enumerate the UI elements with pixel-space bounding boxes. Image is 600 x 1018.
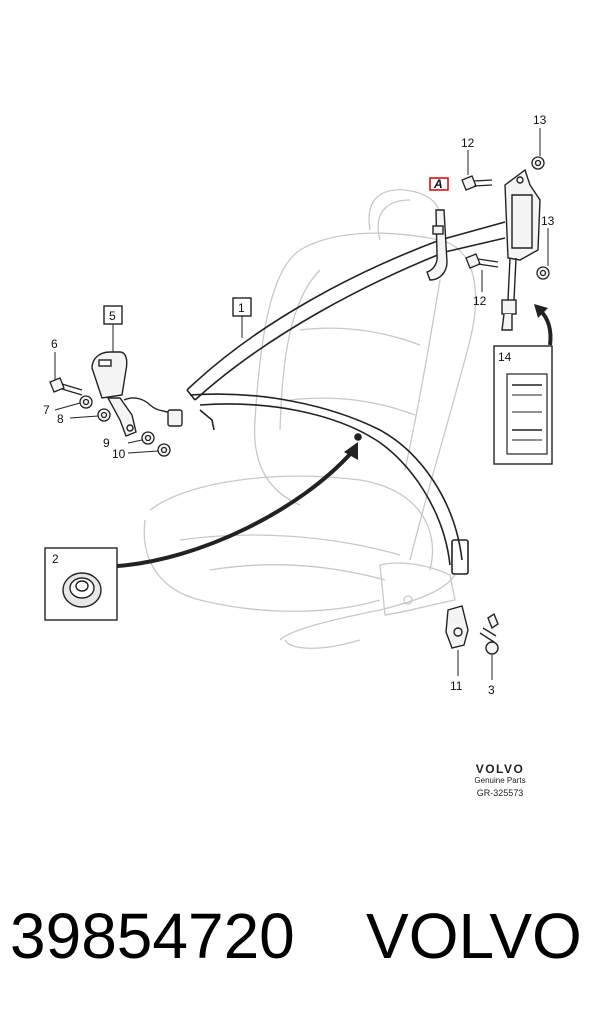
upper-anchor-bracket-icon xyxy=(426,209,448,281)
buckle-icon xyxy=(91,351,183,437)
part-number: 39854720 xyxy=(10,900,295,972)
seat-outline-icon xyxy=(143,189,477,649)
callout-13-top: 13 xyxy=(533,113,547,127)
callout-6: 6 xyxy=(51,337,58,351)
grommet-icon xyxy=(62,572,102,608)
callout-a: A xyxy=(433,177,443,191)
arrowhead-14-icon xyxy=(534,304,548,318)
buckle-leader-lines xyxy=(54,352,159,454)
callout-2: 2 xyxy=(52,552,59,566)
genuine-parts-label: Genuine Parts xyxy=(474,776,526,785)
callout-14: 14 xyxy=(498,350,512,364)
leader-lines xyxy=(467,128,549,292)
callout-3: 3 xyxy=(488,683,495,697)
label-sheet-icon xyxy=(506,373,548,455)
callout-11: 11 xyxy=(450,679,463,693)
callout-8: 8 xyxy=(57,412,64,426)
callout-7: 7 xyxy=(43,403,50,417)
callout-5: 5 xyxy=(109,309,116,323)
arrow-2-icon xyxy=(116,450,354,568)
bolt-icon xyxy=(461,156,550,280)
callout-1: 1 xyxy=(238,301,245,315)
callout-13-bottom: 13 xyxy=(541,214,555,228)
arrowhead-2-icon xyxy=(344,442,358,460)
callout-12-bottom: 12 xyxy=(473,294,487,308)
retractor-icon xyxy=(501,168,541,331)
arrow-14-icon xyxy=(538,308,553,346)
volvo-logo: VOLVO xyxy=(475,762,525,776)
callout-9: 9 xyxy=(103,436,110,450)
footer-brand: VOLVO xyxy=(366,900,582,972)
callout-12-top: 12 xyxy=(461,136,475,150)
seatbelt-parts-diagram: A xyxy=(43,113,555,697)
callout-a-frame xyxy=(429,177,449,191)
diagram-code: GR-325573 xyxy=(476,788,524,798)
seatbelt-webbing-icon xyxy=(186,221,506,575)
callout-10: 10 xyxy=(112,447,126,461)
lower-anchor-icon xyxy=(445,605,499,655)
buckle-hardware-icons xyxy=(49,377,171,457)
